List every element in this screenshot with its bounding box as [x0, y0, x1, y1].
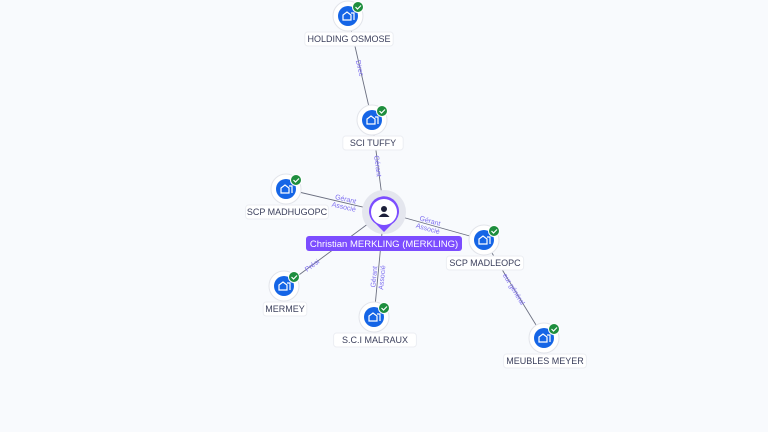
building-icon [474, 230, 494, 250]
company-node-sci-tuffy[interactable]: SCI TUFFY [342, 104, 404, 151]
company-label: SCP MADHUGOPC [247, 207, 328, 217]
building-icon [276, 179, 296, 199]
company-label: SCP MADLEOPC [449, 258, 521, 268]
building-icon [274, 276, 294, 296]
verified-check-icon [488, 225, 500, 237]
company-node-sci-malraux[interactable]: S.C.I MALRAUX [333, 301, 417, 348]
edge-label: Associé [378, 265, 387, 290]
company-label: MERMEY [265, 304, 305, 314]
company-node-holding-osmose[interactable]: HOLDING OSMOSE [304, 0, 394, 47]
edge-label: Gérant [334, 194, 356, 206]
verified-check-icon [378, 302, 390, 314]
building-icon [534, 328, 554, 348]
verified-check-icon [548, 323, 560, 335]
verified-check-icon [376, 105, 388, 117]
company-label: S.C.I MALRAUX [342, 335, 408, 345]
verified-check-icon [288, 271, 300, 283]
company-label: HOLDING OSMOSE [307, 34, 390, 44]
building-icon [338, 6, 358, 26]
company-node-scp-madhugopc[interactable]: SCP MADHUGOPC [245, 173, 329, 220]
edge-label: Gérant [370, 266, 379, 288]
center-person-node[interactable]: Christian MERKLING (MERKLING) [306, 190, 462, 251]
building-icon [364, 307, 384, 327]
company-node-meubles-meyer[interactable]: MEUBLES MEYER [503, 322, 587, 369]
building-icon [362, 110, 382, 130]
center-person-label: Christian MERKLING (MERKLING) [310, 239, 458, 250]
company-label: SCI TUFFY [350, 138, 396, 148]
edge-label: eur général [501, 273, 526, 307]
verified-check-icon [290, 174, 302, 186]
edge-label: Direc [354, 59, 365, 77]
company-label: MEUBLES MEYER [506, 356, 584, 366]
company-node-mermey[interactable]: MERMEY [262, 270, 308, 317]
company-node-scp-madleopc[interactable]: SCP MADLEOPC [445, 224, 525, 271]
verified-check-icon [352, 1, 364, 13]
edge-scp-madleopc-meubles-meyer: eur général [483, 239, 545, 339]
edge-label: Gérant [372, 155, 382, 177]
